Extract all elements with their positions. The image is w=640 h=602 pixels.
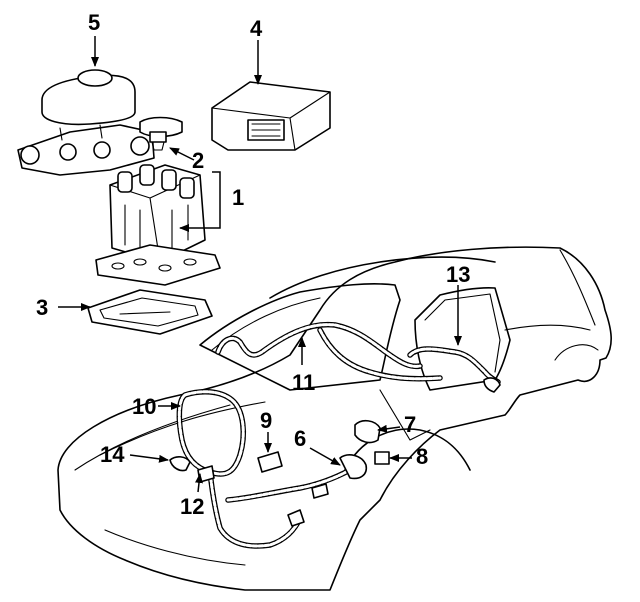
callout-11: 11 — [292, 370, 315, 395]
callout-9: 9 — [260, 408, 272, 433]
callout-2: 2 — [192, 148, 204, 173]
callout-6: 6 — [294, 426, 306, 451]
connectors — [169, 377, 501, 527]
callout-13: 13 — [446, 262, 470, 287]
control-module — [211, 81, 331, 151]
callout-4: 4 — [250, 16, 263, 41]
callout-14: 14 — [100, 442, 125, 467]
callout-5: 5 — [88, 10, 100, 35]
callout-7: 7 — [404, 412, 416, 437]
sensor — [139, 116, 183, 151]
abs-modulator — [95, 164, 221, 286]
callout-12: 12 — [180, 494, 204, 519]
harness-10 — [176, 388, 353, 549]
bracket — [87, 289, 213, 335]
callout-3: 3 — [36, 295, 48, 320]
vehicle-body — [57, 246, 612, 591]
master-cylinder — [17, 69, 155, 176]
callout-8: 8 — [416, 444, 428, 469]
harness-11 — [215, 321, 443, 382]
leader-lines — [58, 36, 462, 493]
callout-10: 10 — [132, 394, 156, 419]
callout-labels: 1 2 3 4 5 6 7 8 9 10 11 12 13 14 — [36, 10, 470, 519]
callout-1: 1 — [232, 185, 244, 210]
